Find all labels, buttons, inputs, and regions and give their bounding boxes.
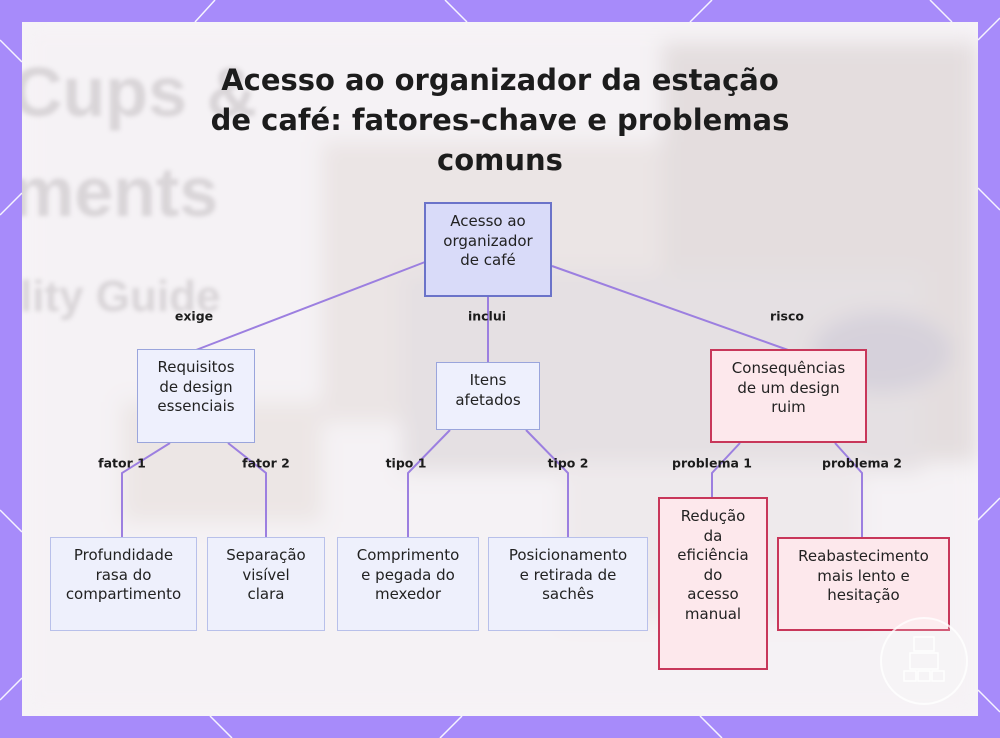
edge-label-risk: risco [770, 308, 804, 324]
background-text-1: Cups & [22, 53, 257, 131]
edge-items-sachets [525, 429, 569, 537]
edge-label-factor2: fator 2 [242, 455, 290, 471]
edge-items-stirrer [407, 429, 451, 537]
node-requirements: Requisitos de design essenciais [137, 349, 255, 443]
node-root: Acesso ao organizador de café [424, 202, 552, 297]
edge-label-includes: inclui [467, 308, 507, 324]
node-depth: Profundidade rasa do compartimento [50, 537, 197, 631]
background-text-2: ments [22, 153, 219, 231]
edge-label-requires: exige [174, 308, 214, 324]
node-sachets: Posicionamento e retirada de sachês [488, 537, 648, 631]
background-text-3: lity Guide [22, 272, 221, 321]
watermark-icon [903, 636, 945, 682]
node-consequences: Consequências de um design ruim [710, 349, 867, 443]
diagram-title: Acesso ao organizador da estação de café… [210, 63, 790, 177]
edge-label-problem2: problema 2 [822, 455, 902, 471]
edge-label-type1: tipo 1 [385, 455, 427, 471]
edge-consequences-refill [834, 442, 863, 537]
node-items: Itens afetados [436, 362, 540, 430]
edge-label-factor1: fator 1 [98, 455, 146, 471]
edge-root-consequences [551, 265, 789, 351]
node-refill: Reabastecimento mais lento e hesitação [777, 537, 950, 631]
edge-label-type2: tipo 2 [547, 455, 589, 471]
edge-label-problem1: problema 1 [672, 455, 752, 471]
watermark-badge [880, 617, 968, 705]
edge-root-requirements [195, 261, 426, 351]
edge-requirements-separation [227, 442, 267, 537]
node-separation: Separação visível clara [207, 537, 325, 631]
edge-requirements-depth [121, 442, 171, 537]
node-stirrer: Comprimento e pegada do mexedor [337, 537, 479, 631]
node-efficiency: Redução da eficiência do acesso manual [658, 497, 768, 670]
edge-consequences-efficiency [711, 442, 741, 497]
